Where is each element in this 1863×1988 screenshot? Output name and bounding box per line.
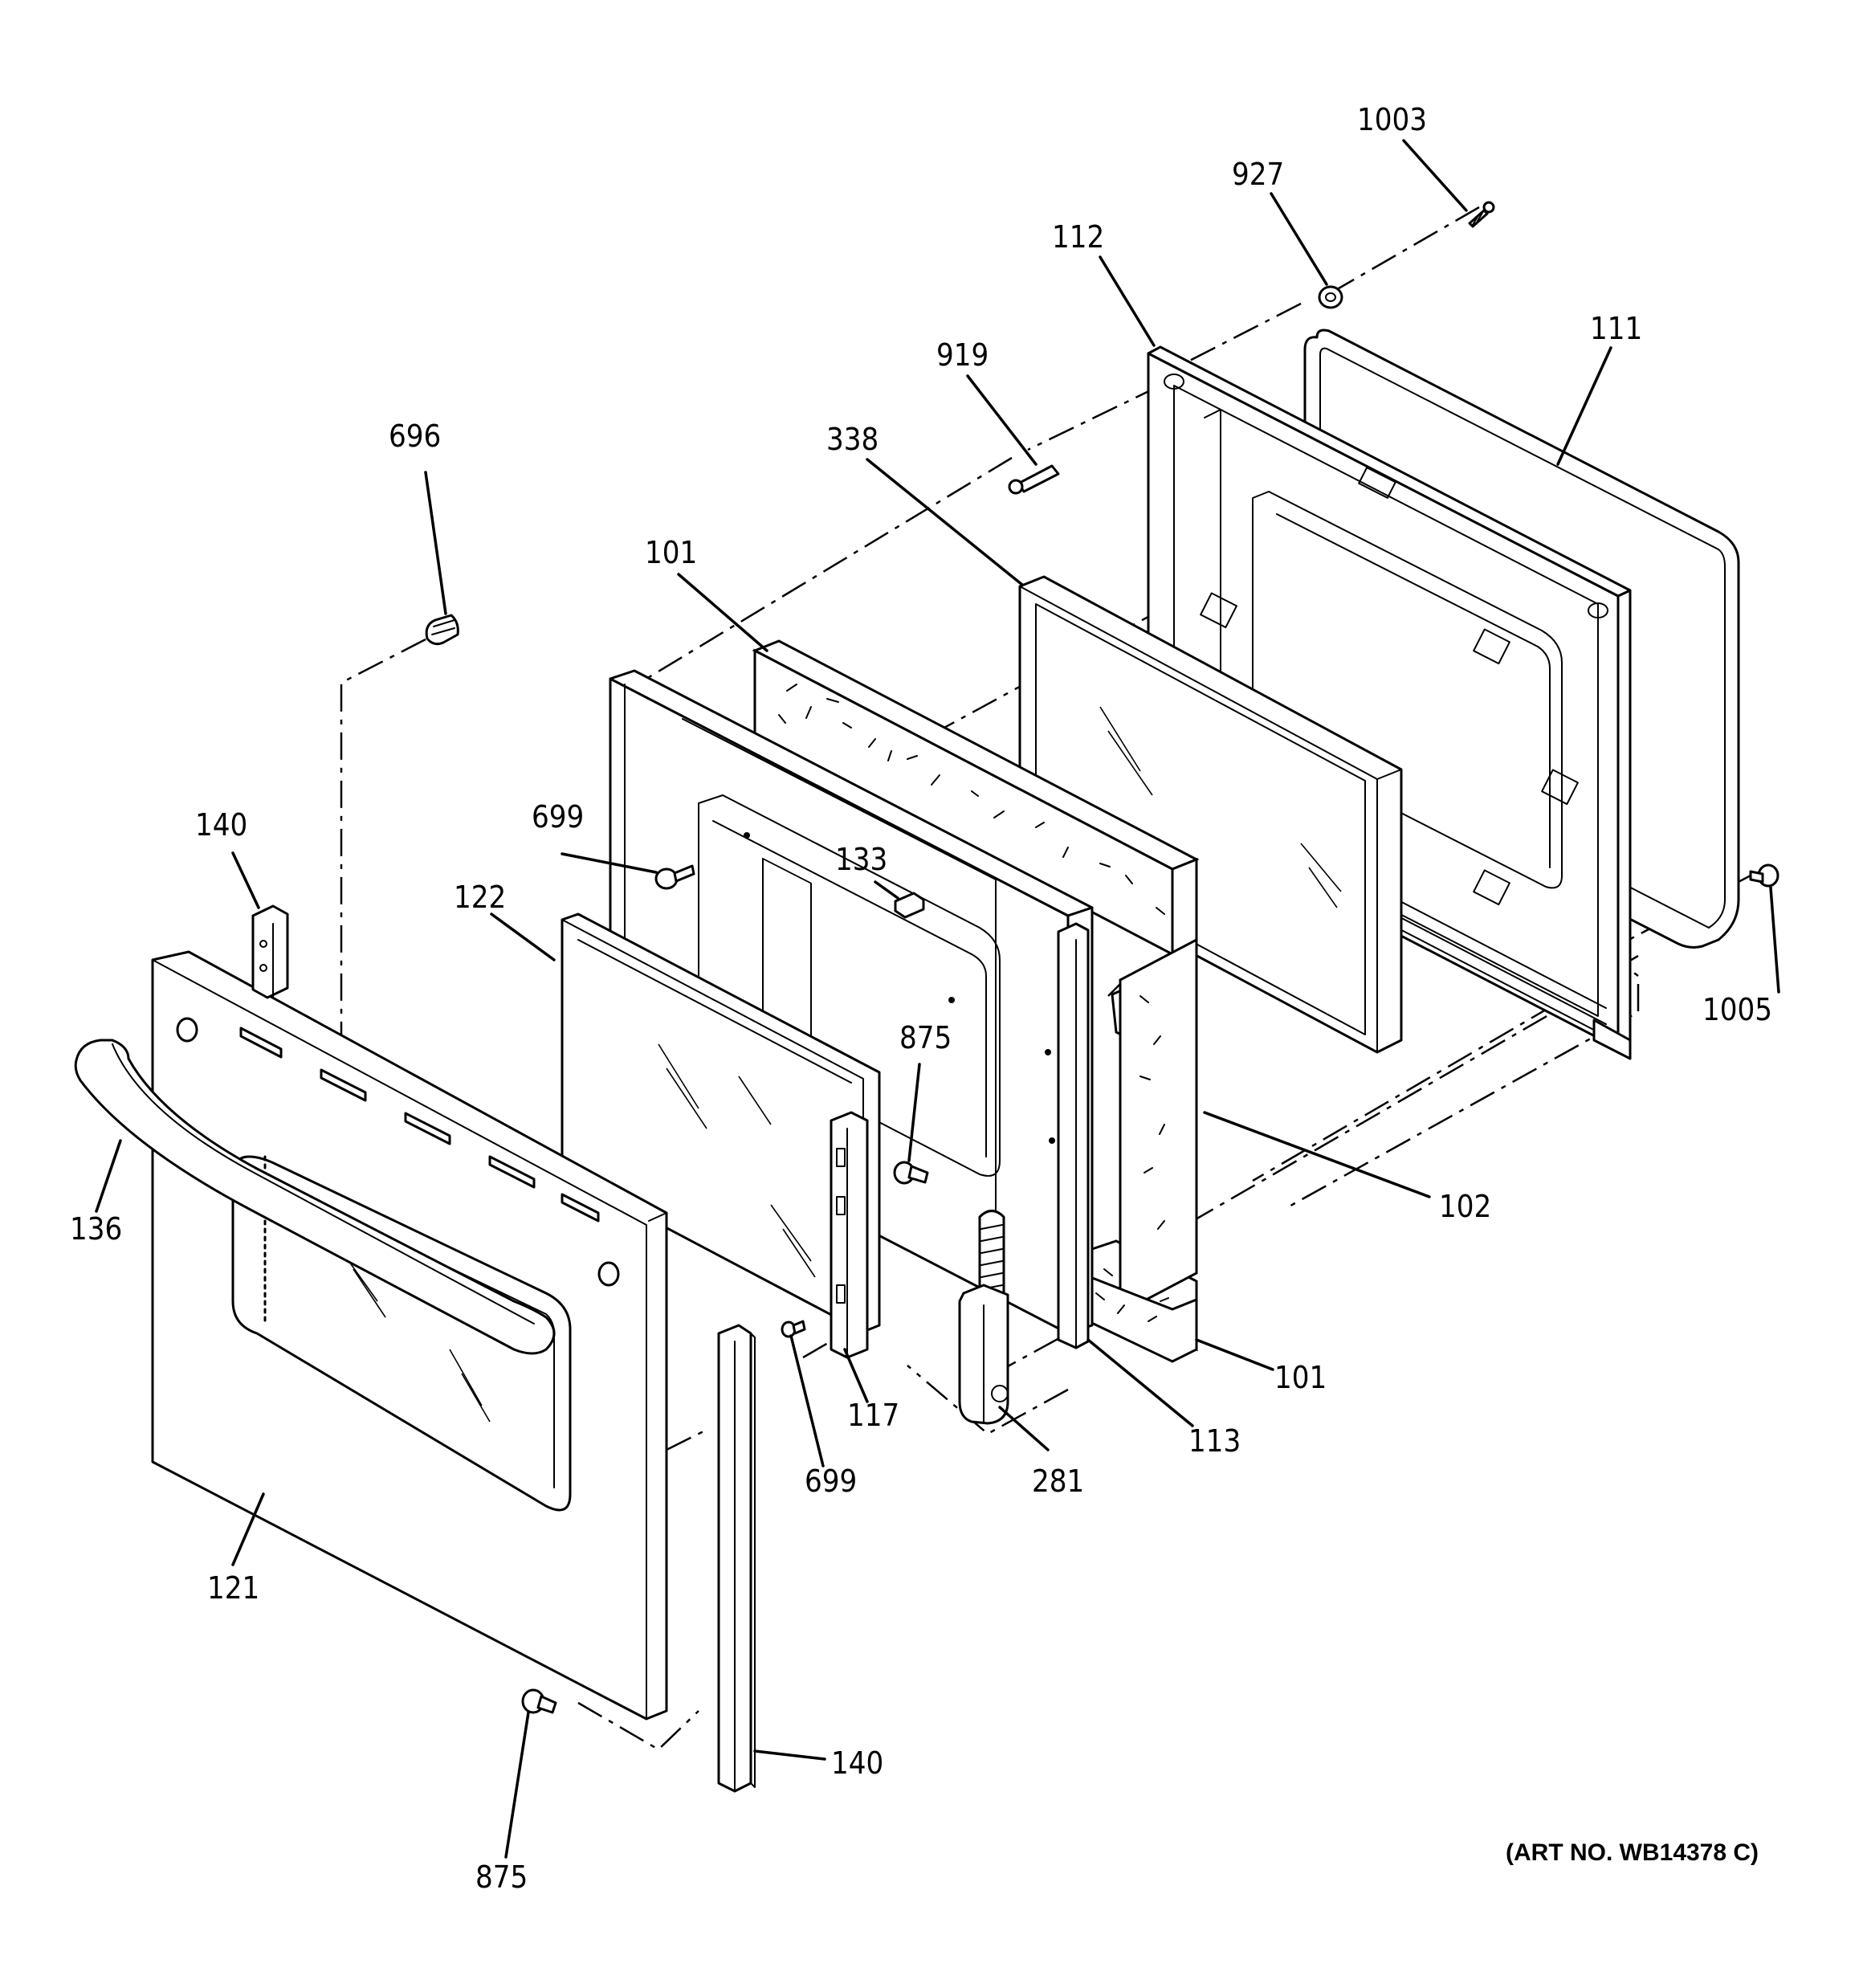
callout-875-upper: 875 [899, 1020, 952, 1055]
callout-133: 133 [835, 842, 887, 877]
callout-919: 919 [936, 337, 989, 373]
callout-281: 281 [1032, 1463, 1084, 1499]
bracket-140-lower [717, 1324, 756, 1793]
screw-699-upper [654, 864, 695, 890]
callout-1005: 1005 [1702, 992, 1772, 1027]
door-handle-136 [74, 1039, 556, 1355]
leader-lines [95, 139, 1780, 1859]
screw-696 [425, 614, 459, 646]
callout-140-upper: 140 [195, 807, 247, 843]
callout-699-upper: 699 [532, 799, 584, 835]
callout-1003: 1003 [1357, 102, 1427, 137]
washer-927 [1318, 285, 1343, 309]
callout-113: 113 [1188, 1423, 1241, 1459]
callout-111: 111 [1590, 311, 1642, 346]
callout-927: 927 [1232, 157, 1284, 192]
door-vents [239, 1027, 600, 1223]
bracket-113 [1057, 922, 1090, 1349]
callout-122: 122 [454, 880, 506, 915]
callout-136: 136 [70, 1211, 122, 1247]
inner-door-liner-112 [1147, 345, 1632, 1060]
art-number: (ART NO. WB14378 C) [1506, 1839, 1759, 1866]
callout-121: 121 [207, 1570, 259, 1606]
hinge-281 [958, 1210, 1009, 1425]
screw-875-lower [521, 1688, 557, 1714]
clip-133 [894, 892, 925, 919]
callout-101-upper: 101 [645, 535, 697, 570]
fastener-919 [1008, 464, 1060, 495]
callout-338: 338 [826, 422, 879, 457]
screw-699-lower [781, 1320, 806, 1338]
callout-140-lower: 140 [831, 1745, 883, 1781]
handle-mount-left [176, 1017, 198, 1043]
callout-112: 112 [1052, 219, 1104, 255]
bracket-117 [830, 1111, 869, 1359]
screw-1005 [1749, 863, 1779, 888]
part-callouts: 1003 927 112 111 919 338 696 101 699 140… [70, 102, 1772, 1895]
callout-696: 696 [389, 418, 441, 454]
insulation-102 [1119, 937, 1198, 1316]
bracket-140-upper [251, 904, 289, 999]
callout-102: 102 [1439, 1189, 1491, 1224]
callout-875-lower: 875 [475, 1859, 528, 1895]
screw-1003 [1468, 201, 1495, 228]
callout-101-lower: 101 [1274, 1360, 1327, 1395]
handle-mount-right [597, 1261, 620, 1287]
callout-117: 117 [847, 1398, 899, 1433]
outer-door-121 [151, 950, 668, 1721]
callout-699-lower: 699 [805, 1463, 857, 1499]
screw-875-upper [893, 1161, 929, 1185]
